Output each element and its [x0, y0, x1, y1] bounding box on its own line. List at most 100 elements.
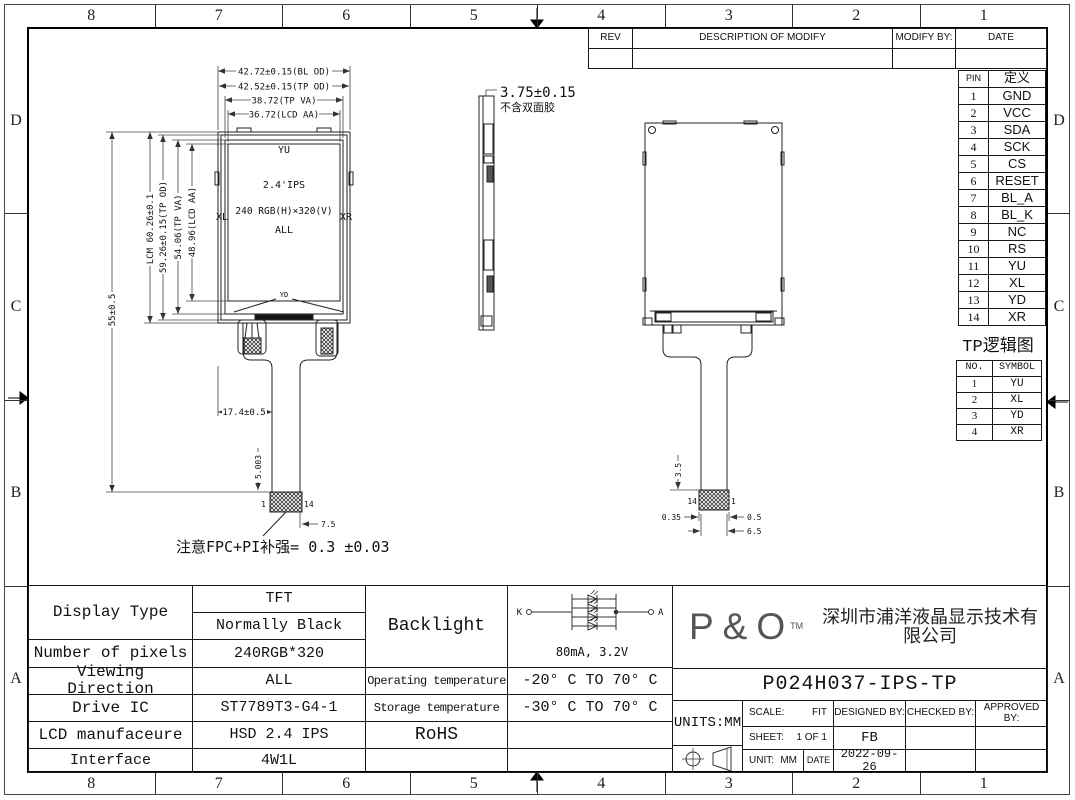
pin-table-header-pin: PIN [958, 70, 989, 88]
zone-label: 5 [411, 773, 538, 795]
tp-no: 4 [956, 424, 993, 441]
rev-cell-empty [955, 48, 1047, 69]
back-view [642, 120, 785, 511]
spec-value-drive-ic: ST7789T3-G4-1 [192, 694, 366, 722]
pin-name: VCC [988, 104, 1046, 122]
fpc-note: 注意FPC+PI补强= 0.3 ±0.03 [176, 538, 390, 556]
pin-number: 1 [958, 87, 989, 105]
fpc-pin14-label: 14 [304, 500, 314, 509]
title-block-empty-cell [975, 749, 1048, 773]
backlight-circuit [526, 589, 654, 631]
pin-number: 3 [958, 121, 989, 139]
scale-value: FIT [812, 707, 827, 719]
label-yu: YU [278, 145, 290, 156]
front-view-dim-labels: 42.72±0.15(BL OD) 42.52±0.15(TP OD) 38.7… [107, 66, 336, 529]
spec-value-interface: 4W1L [192, 748, 366, 773]
tp-table-title: TP逻辑图 [962, 338, 1034, 357]
backlight-label: Backlight [365, 585, 508, 668]
tp-no: 3 [956, 408, 993, 425]
spec-value-viewing: ALL [192, 667, 366, 695]
pin-name: SCK [988, 138, 1046, 156]
dim-fpc-offset: 17.4±0.5 [222, 408, 265, 418]
pin-number: 5 [958, 155, 989, 173]
panel-size-text: 2.4'IPS [263, 180, 305, 191]
dim-lcdaa-v: 48.96(LCD AA) [188, 187, 198, 257]
pin-number: 14 [958, 308, 989, 326]
label-xl: XL [216, 212, 228, 223]
backlight-rating: 80mA, 3.2V [556, 645, 628, 659]
date-label: DATE [803, 749, 834, 773]
zone-label: D [1048, 28, 1070, 215]
zone-label: B [5, 401, 27, 587]
zone-label: 2 [793, 5, 921, 27]
spec-label-manufacturer: LCD manufaceure [28, 721, 193, 749]
env-empty-cell [507, 748, 673, 773]
pin-number: 2 [958, 104, 989, 122]
pin-number: 12 [958, 274, 989, 292]
pin-number: 13 [958, 291, 989, 309]
zone-label: C [1048, 214, 1070, 401]
pin-name: XL [988, 274, 1046, 292]
front-view-labels: YU XL XR 2.4'IPS 240 RGB(H)×320(V) ALL Y… [176, 145, 390, 556]
spec-value-tft: TFT [192, 585, 366, 613]
tp-header-symbol: SYMBOL [992, 360, 1042, 377]
dim-tpva-v: 54.06(TP VA) [174, 194, 184, 259]
pin-name: BL_K [988, 206, 1046, 224]
pin-number: 7 [958, 189, 989, 207]
zone-label: B [1048, 401, 1070, 587]
zone-label: 5 [411, 5, 538, 27]
zone-label: 2 [793, 773, 921, 795]
zone-label: C [5, 214, 27, 401]
backlight-circuit-cell [507, 585, 673, 668]
tp-no: 2 [956, 392, 993, 409]
back-pin14-label: 14 [687, 497, 697, 506]
centering-marks [8, 8, 1068, 792]
trademark-symbol: TM [790, 621, 804, 632]
sheet-cell: SHEET:1 OF 1 [742, 726, 834, 750]
side-thickness-note: 不含双面胶 [500, 100, 555, 114]
spec-label-display-type: Display Type [28, 585, 193, 640]
rev-header-description: DESCRIPTION OF MODIFY [632, 28, 893, 49]
sheet-label: SHEET: [749, 731, 785, 743]
unit-label: UNIT: [749, 754, 774, 766]
spec-value-normally-black: Normally Black [192, 612, 366, 640]
pin-name: BL_A [988, 189, 1046, 207]
title-block-empty-cell [905, 749, 976, 773]
part-number: P024H037-IPS-TP [672, 668, 1048, 701]
panel-res-text: 240 RGB(H)×320(V) [235, 206, 332, 217]
pin-name: XR [988, 308, 1046, 326]
rev-header-rev: REV [588, 28, 633, 49]
back-pin1-label: 1 [731, 497, 736, 506]
side-thickness-dim: 3.75±0.15 [500, 85, 576, 101]
backlight-circuit-labels: K A 80mA, 3.2V [517, 608, 664, 659]
scale-label: SCALE: [749, 707, 785, 719]
pin-name: RS [988, 240, 1046, 258]
dim-tp-od: 42.52±0.15(TP OD) [238, 83, 330, 93]
units-label: UNITS:MM [672, 700, 743, 746]
dim-tpod-v: 59.26±0.15(TP OD) [159, 181, 169, 273]
back-dim-65: 6.5 [747, 527, 762, 536]
zone-label: 7 [156, 773, 283, 795]
rev-cell-empty [892, 48, 956, 69]
zone-label: 4 [538, 5, 666, 27]
zone-label: 4 [538, 773, 666, 795]
checked-by-value-empty [905, 726, 976, 750]
pin-name: NC [988, 223, 1046, 241]
back-tail-dim: 3.5 [674, 463, 683, 478]
pin-number: 11 [958, 257, 989, 275]
back-dim-05: 0.5 [747, 513, 762, 522]
projection-symbol-cell [672, 745, 743, 773]
panel-view-text: ALL [275, 225, 293, 236]
tp-no: 1 [956, 376, 993, 393]
zone-label: 8 [28, 773, 156, 795]
rev-header-modify-by: MODIFY BY: [892, 28, 956, 49]
rev-header-date: DATE [955, 28, 1047, 49]
zone-label: A [1053, 670, 1065, 688]
zone-ruler-left: D C B A [5, 28, 27, 772]
zone-label: 7 [156, 5, 283, 27]
pin-name: YU [988, 257, 1046, 275]
rev-cell-empty [588, 48, 633, 69]
fpc-pin1-label: 1 [261, 500, 266, 509]
